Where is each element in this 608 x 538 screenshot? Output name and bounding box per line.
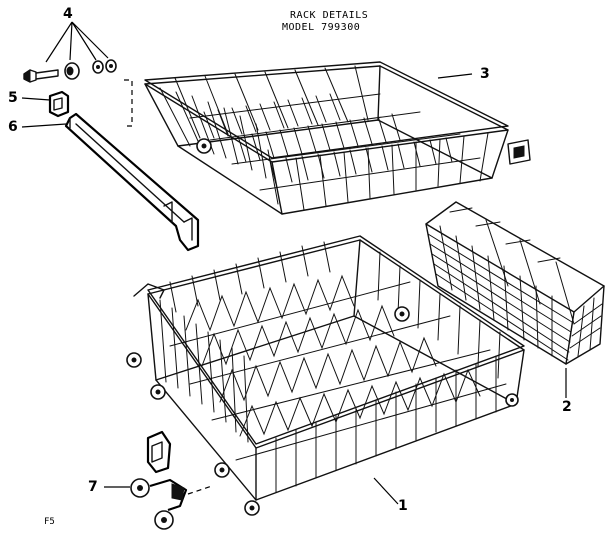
callout-3: 3 (480, 66, 490, 82)
diagram-title: RACK DETAILS (290, 10, 369, 21)
upper-rack-part-3 (144, 61, 531, 215)
callout-5: 5 (8, 90, 18, 106)
cutlery-basket-part-2 (425, 201, 605, 365)
callout-2: 2 (562, 399, 572, 415)
callout-4: 4 (63, 6, 73, 22)
model-number: MODEL 799300 (282, 22, 361, 33)
washers-part-4 (92, 59, 117, 74)
roller-part-4 (64, 62, 80, 80)
footer-code: F5 (44, 517, 55, 527)
roller-axle-part-4 (23, 69, 59, 83)
callout-7: 7 (88, 479, 98, 495)
roller-assembly-part-7 (130, 430, 213, 530)
callout-6: 6 (8, 119, 18, 135)
lower-rack-part-1 (126, 235, 525, 516)
leader-lines (21, 21, 567, 505)
rack-rail-part-6 (64, 112, 200, 252)
assembly-bracket-dashes (124, 79, 133, 127)
clip-part-5 (48, 90, 70, 118)
callout-1: 1 (398, 498, 408, 514)
